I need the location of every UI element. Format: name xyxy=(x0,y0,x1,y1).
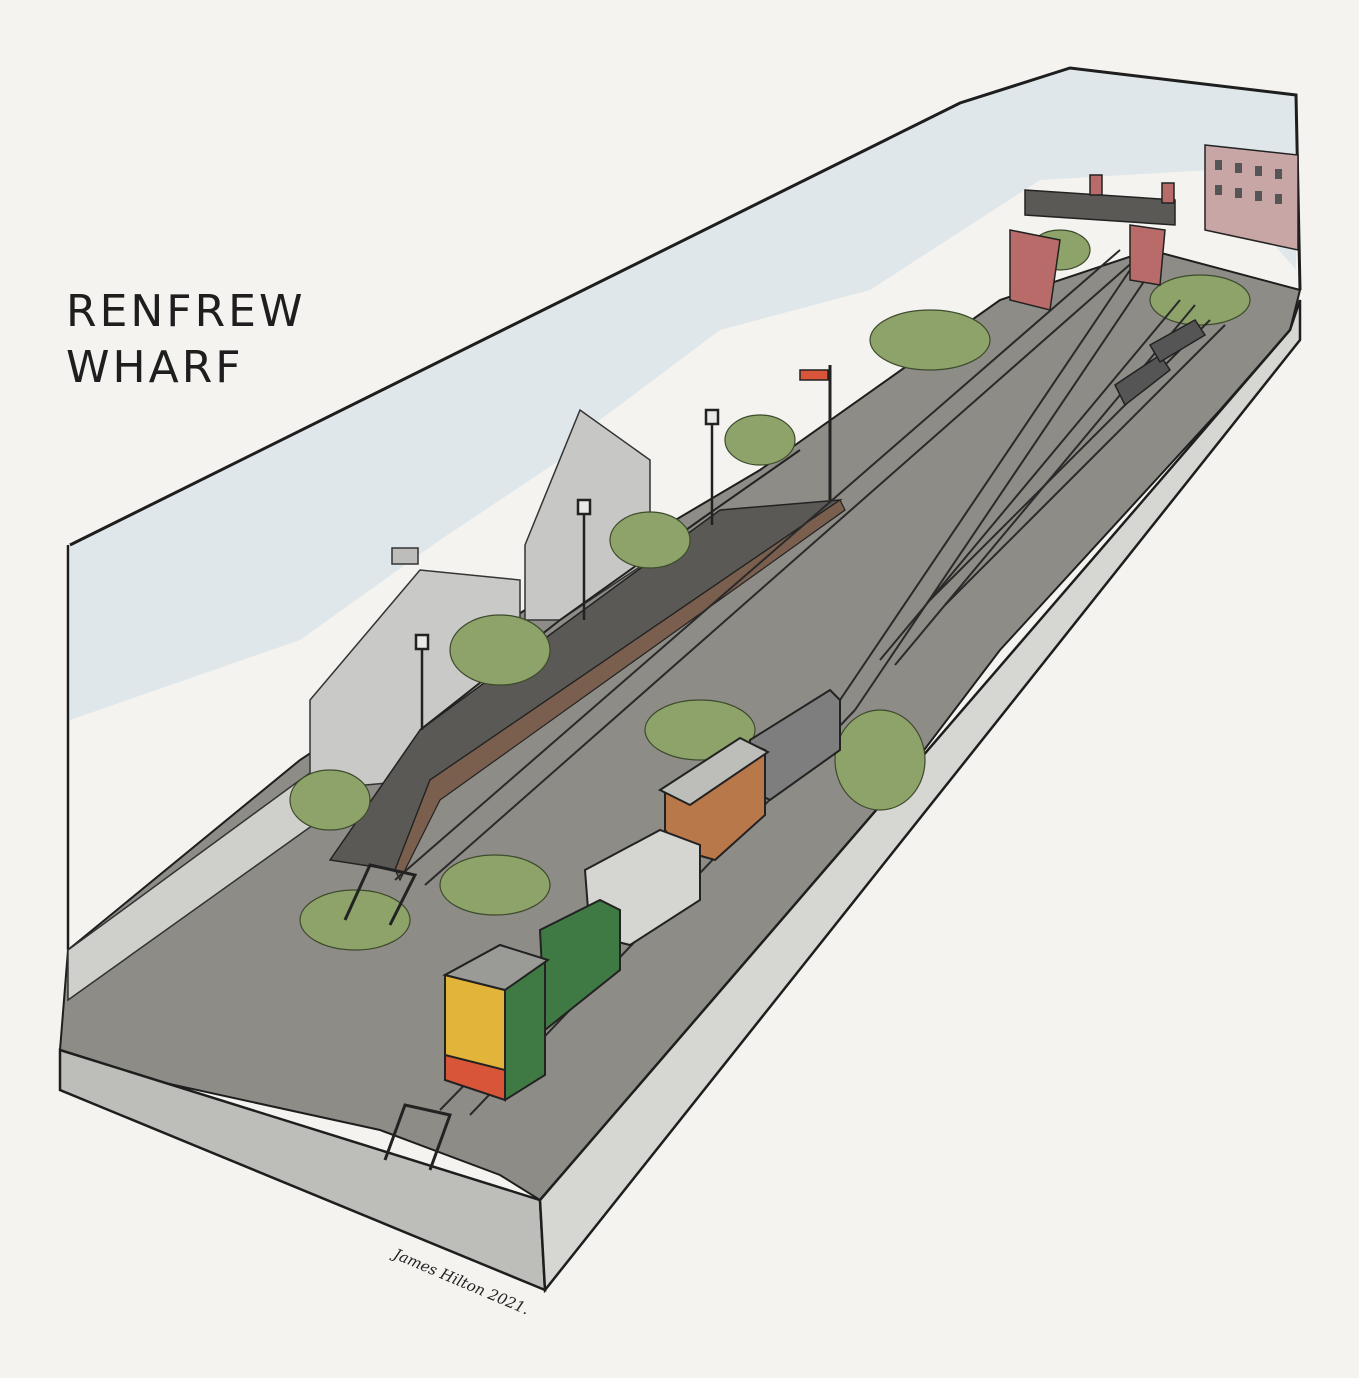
baseboard-right-edge xyxy=(538,299,1302,1294)
buffer-stops xyxy=(343,863,452,1171)
layout-title: RENFREW WHARF xyxy=(66,284,305,396)
lamp-posts xyxy=(414,408,720,730)
shunter-loco-buffer-beam xyxy=(444,1053,506,1102)
title-line-2: WHARF xyxy=(66,342,244,393)
title-line-1: RENFREW xyxy=(66,286,306,337)
sign-board xyxy=(391,547,419,565)
bushes xyxy=(289,229,1251,951)
backscene-sky xyxy=(70,68,1296,720)
overbridge xyxy=(1009,174,1176,311)
shunter-loco-roof xyxy=(442,943,551,992)
distant-wagons xyxy=(1114,319,1207,407)
tenement-building xyxy=(1204,144,1299,251)
platform-face xyxy=(394,499,846,882)
semaphore-signal xyxy=(799,365,832,500)
van-roof xyxy=(657,736,770,807)
